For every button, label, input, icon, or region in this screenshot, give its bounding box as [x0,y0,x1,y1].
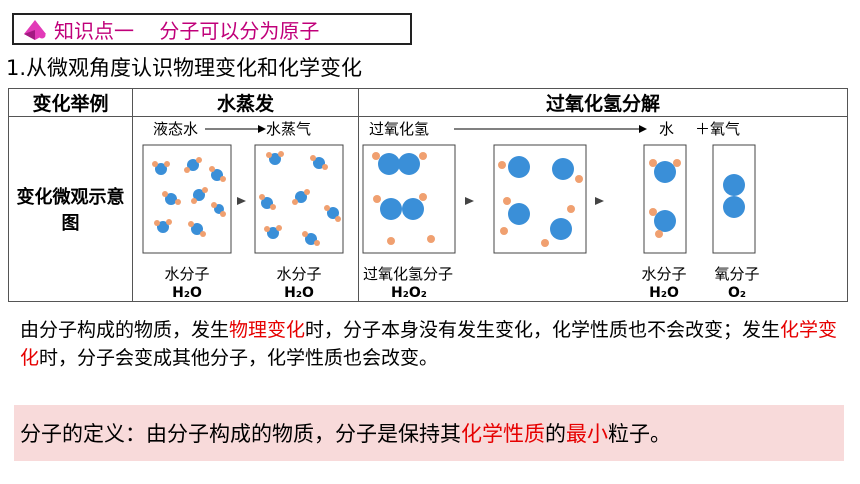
explanation-paragraph: 由分子构成的物质，发生物理变化时，分子本身没有发生变化，化学性质也不会改变；发生… [20,316,850,372]
def-text-1: 分子的定义：由分子构成的物质，分子是保持其 [20,422,461,446]
formula-h2o-right: H₂O [284,285,314,297]
definition-box: 分子的定义：由分子构成的物质，分子是保持其化学性质的最小粒子。 [14,405,844,461]
label-liquid-water: 液态水 [153,120,198,138]
arrow-head-icon [258,125,266,133]
decomposition-diagram: 过氧化氢 水 ＋氧气 [362,120,760,301]
label-water-vapor: 水蒸气 [266,120,311,138]
table-diagram-row: 变化微观示意图 液态水 水蒸气 [8,116,848,302]
arrow-head-icon [639,125,647,133]
para-text-3: 时，分子会变成其他分子，化学性质也会改变。 [39,347,439,369]
water-molecules-liquid [152,157,226,237]
header-evaporation: 水蒸发 [132,88,359,117]
formula-o2: O₂ [728,285,746,297]
row-label-micro-diagram: 变化微观示意图 [8,116,133,302]
formula-h2o: H₂O [649,285,679,297]
label-water-product: 水 [659,120,674,138]
process-arrow-icon [465,197,474,205]
label-plus-oxygen: ＋氧气 [695,120,740,138]
formula-h2o-left: H₂O [172,285,202,297]
evaporation-diagram-cell: 液态水 水蒸气 [132,116,359,302]
header-change-example: 变化举例 [8,88,133,117]
caption-oxygen-molecule: 氧分子 [714,265,759,283]
para-highlight-physical-change: 物理变化 [229,319,306,341]
water-molecules-vapor [259,151,341,246]
def-highlight-chemical-property: 化学性质 [461,422,545,446]
table-header-row: 变化举例 水蒸发 过氧化氢分解 [8,88,848,117]
decomposition-diagram-cell: 过氧化氢 水 ＋氧气 [358,116,848,302]
caption-water-molecule-right: 水分子 [276,265,321,283]
oxygen-molecule [723,174,745,218]
process-arrow-icon [595,197,604,205]
para-highlight-chemical-change: 化学变化 [20,319,838,369]
label-hydrogen-peroxide: 过氧化氢 [369,120,429,138]
header-decomposition: 过氧化氢分解 [358,88,848,117]
h2o2-molecules [372,152,435,245]
separated-atoms [498,156,583,247]
caption-water-molecule-left: 水分子 [164,265,209,283]
bullet-icon [24,20,46,40]
formula-h2o2: H₂O₂ [391,285,427,297]
caption-water-molecule: 水分子 [641,265,686,283]
def-text-2: 的 [545,422,566,446]
subtitle: 1.从微观角度认识物理变化和化学变化 [6,56,363,80]
para-text-1: 由分子构成的物质，发生 [20,319,230,341]
para-text-2: 时，分子本身没有发生变化，化学性质也不会改变；发生 [305,319,781,341]
def-text-3: 粒子。 [608,422,671,446]
liquid-water-box [142,144,232,254]
example-table: 变化举例 水蒸发 过氧化氢分解 变化微观示意图 液态水 水蒸气 [8,88,848,302]
section-title-box: 知识点一 分子可以分为原子 [12,13,412,45]
def-highlight-smallest: 最小 [566,422,608,446]
evaporation-diagram: 液态水 水蒸气 [142,120,344,301]
caption-h2o2-molecule: 过氧化氢分子 [363,265,453,283]
section-title: 知识点一 分子可以分为原子 [54,18,320,43]
water-product-molecules [649,159,681,238]
process-arrow-icon [237,197,246,205]
